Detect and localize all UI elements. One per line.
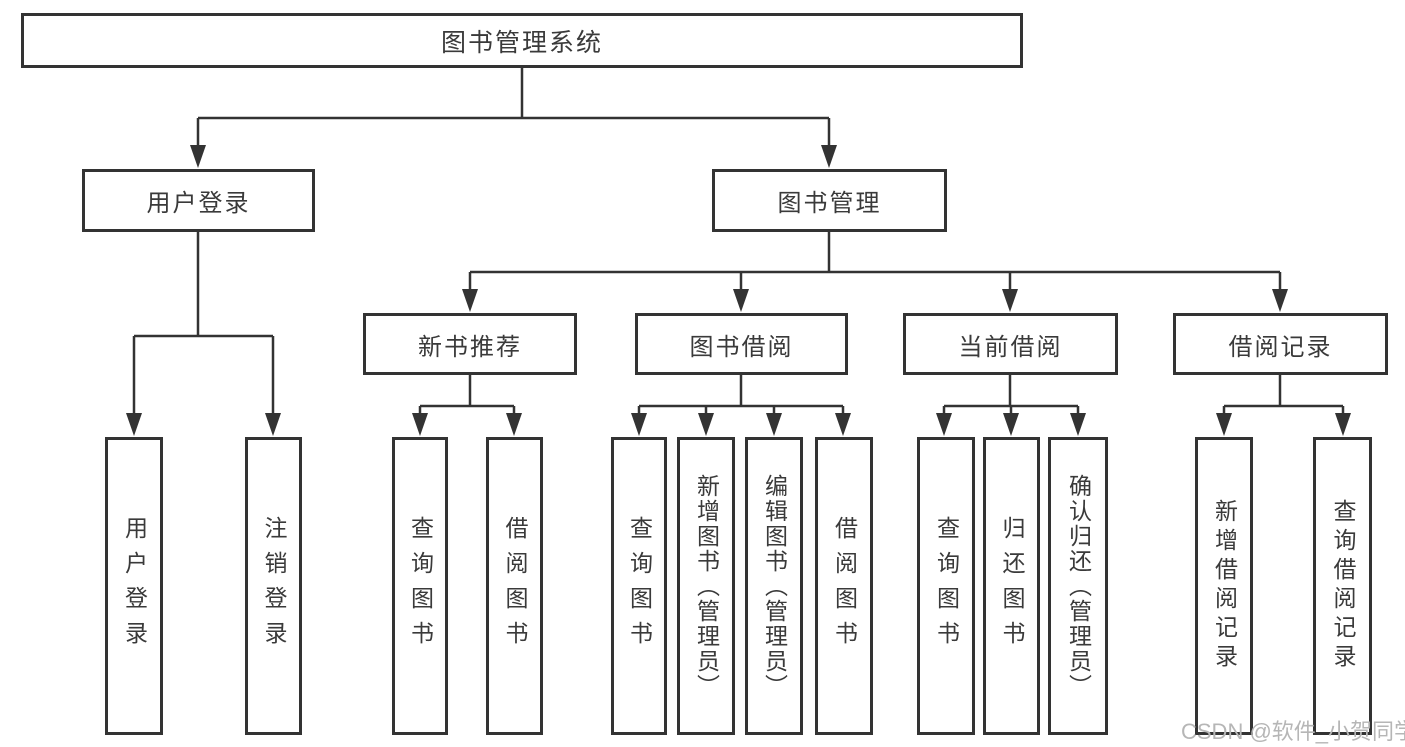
arrow-down-icon (1002, 289, 1018, 312)
node-records-query-record-label: 查询借阅记录 (1330, 499, 1356, 673)
arrow-down-icon (821, 145, 837, 168)
arrow-down-icon (1070, 413, 1086, 436)
node-current-query-book: 查询图书 (917, 437, 975, 735)
arrow-down-icon (936, 413, 952, 436)
node-login-label: 用户登录 (121, 516, 148, 656)
arrow-down-icon (126, 413, 142, 436)
arrow-down-icon (733, 289, 749, 312)
arrow-down-icon (412, 413, 428, 436)
node-records-query-record: 查询借阅记录 (1313, 437, 1372, 735)
arrow-down-icon (1272, 289, 1288, 312)
node-recommend-borrow-book: 借阅图书 (486, 437, 543, 735)
node-records-add-record: 新增借阅记录 (1195, 437, 1253, 735)
node-borrowing-add-book: 新增图书（管理员） (677, 437, 735, 735)
node-recommend-query-book: 查询图书 (392, 437, 448, 735)
arrow-down-icon (835, 413, 851, 436)
node-borrowing-borrow-book: 借阅图书 (815, 437, 873, 735)
node-current-return-book: 归还图书 (983, 437, 1040, 735)
node-login: 用户登录 (105, 437, 163, 735)
node-borrowing-records: 借阅记录 (1173, 313, 1388, 375)
node-recommend-query-book-label: 查询图书 (407, 516, 434, 656)
node-borrowing-edit-book-label: 编辑图书（管理员） (761, 473, 788, 699)
arrowhead-icons (126, 145, 1351, 436)
arrow-down-icon (265, 413, 281, 436)
node-borrowing-edit-book: 编辑图书（管理员） (745, 437, 803, 735)
node-borrowing-query-book: 查询图书 (611, 437, 667, 735)
arrow-down-icon (1003, 413, 1019, 436)
node-current-query-book-label: 查询图书 (933, 516, 960, 656)
node-book-borrowing: 图书借阅 (635, 313, 848, 375)
node-current-return-book-label: 归还图书 (999, 516, 1025, 656)
node-records-add-record-label: 新增借阅记录 (1211, 499, 1238, 673)
node-root-label: 图书管理系统 (440, 28, 603, 57)
arrow-down-icon (190, 145, 206, 168)
node-book-borrowing-label: 图书借阅 (689, 333, 794, 361)
arrow-down-icon (1335, 413, 1351, 436)
node-logout: 注销登录 (245, 437, 302, 735)
node-root: 图书管理系统 (21, 13, 1023, 68)
node-current-confirm-return: 确认归还（管理员） (1048, 437, 1108, 735)
arrow-down-icon (506, 413, 522, 436)
node-current-borrowing: 当前借阅 (903, 313, 1118, 375)
node-borrowing-borrow-book-label: 借阅图书 (831, 516, 858, 656)
node-new-book-recommend: 新书推荐 (363, 313, 577, 375)
arrow-down-icon (1216, 413, 1232, 436)
node-book-management: 图书管理 (712, 169, 947, 232)
node-current-confirm-return-label: 确认归还（管理员） (1065, 473, 1092, 699)
node-book-management-label: 图书管理 (777, 190, 882, 217)
node-borrowing-query-book-label: 查询图书 (626, 516, 653, 656)
node-recommend-borrow-book-label: 借阅图书 (502, 516, 528, 656)
arrow-down-icon (766, 413, 782, 436)
arrow-down-icon (631, 413, 647, 436)
node-user-login: 用户登录 (82, 169, 315, 232)
node-borrowing-records-label: 借阅记录 (1228, 333, 1333, 361)
node-new-book-recommend-label: 新书推荐 (418, 333, 522, 361)
node-logout-label: 注销登录 (261, 516, 287, 656)
node-current-borrowing-label: 当前借阅 (958, 333, 1063, 361)
arrow-down-icon (698, 413, 714, 436)
arrow-down-icon (462, 289, 478, 312)
csdn-watermark: CSDN @软件_小贺同学 (1181, 719, 1405, 744)
node-borrowing-add-book-label: 新增图书（管理员） (693, 473, 720, 699)
node-user-login-label: 用户登录 (146, 190, 251, 217)
